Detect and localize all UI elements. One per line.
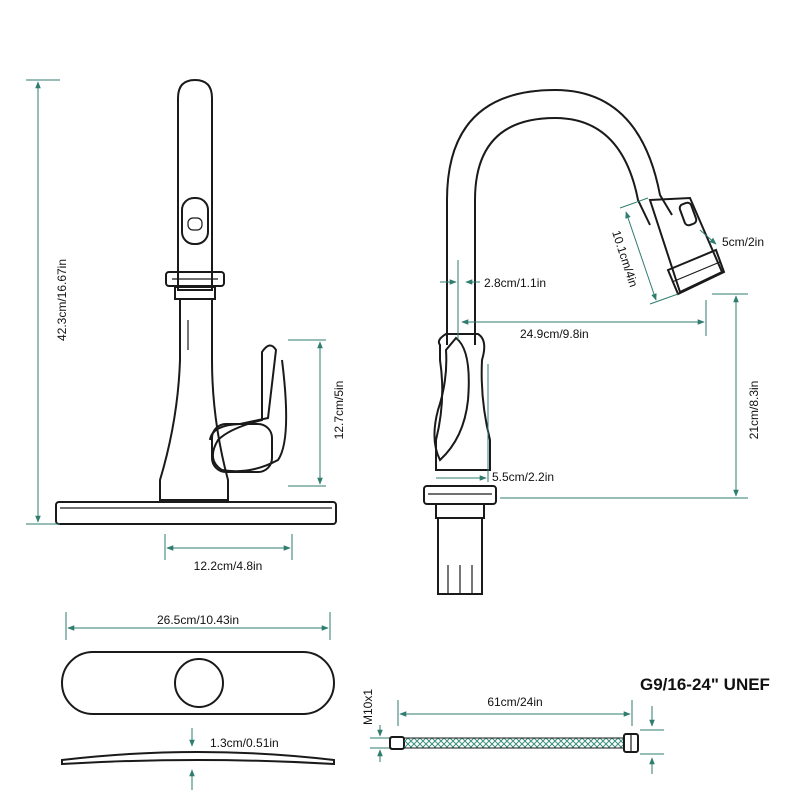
base-width-dimension: 12.2cm/4.8in xyxy=(164,534,293,573)
handle-height-label: 12.7cm/5in xyxy=(332,381,346,440)
base-width-label: 12.2cm/4.8in xyxy=(194,559,263,573)
spout-reach-dimension: 24.9cm/9.8in xyxy=(461,300,707,341)
spray-head-length-label: 10.1cm/4in xyxy=(609,229,640,289)
plate-thickness-label: 1.3cm/0.51in xyxy=(210,736,279,750)
hose-thread-label: M10x1 xyxy=(361,689,375,725)
spray-head-width-dimension: 5cm/2in xyxy=(699,229,764,249)
base-diameter-label: 5.5cm/2.2in xyxy=(492,470,554,484)
deck-plate-top-view: 26.5cm/10.43in xyxy=(61,612,335,715)
deck-plate-side-view: 1.3cm/0.51in xyxy=(61,728,335,790)
spout-diameter-label: 2.8cm/1.1in xyxy=(484,276,546,290)
spout-diameter-dimension: 2.8cm/1.1in xyxy=(440,260,546,340)
side-view-faucet xyxy=(423,88,726,595)
front-view-faucet xyxy=(55,78,337,525)
spout-reach-label: 24.9cm/9.8in xyxy=(520,327,589,341)
total-height-label: 42.3cm/16.67in xyxy=(55,259,69,341)
handle-height-dimension: 12.7cm/5in xyxy=(288,339,346,487)
plate-length-label: 26.5cm/10.43in xyxy=(157,613,239,627)
base-diameter-dimension: 5.5cm/2.2in xyxy=(436,364,554,484)
supply-hose: 61cm/24in M10x1 G9/16-24" UNEF xyxy=(361,675,770,774)
spout-height-dimension: 21cm/8.3in xyxy=(500,293,761,499)
hose-length-label: 61cm/24in xyxy=(487,695,542,709)
spray-head-width-label: 5cm/2in xyxy=(722,235,764,249)
total-height-dimension: 42.3cm/16.67in xyxy=(26,79,69,525)
thread-spec-label: G9/16-24" UNEF xyxy=(640,675,770,694)
spout-height-label: 21cm/8.3in xyxy=(747,381,761,440)
